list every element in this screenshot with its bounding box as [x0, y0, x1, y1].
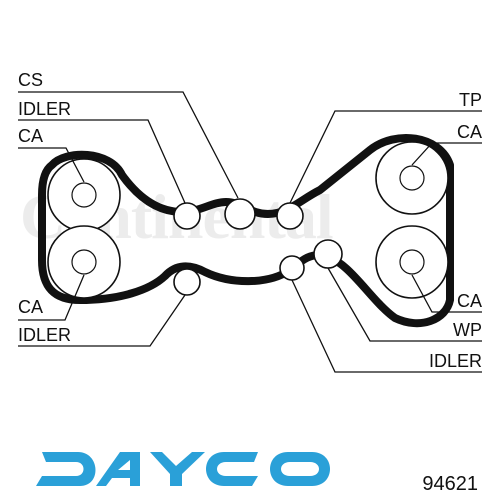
idler-pulley-bottom-left: [173, 268, 201, 296]
label-idler-bottom-left: IDLER: [18, 325, 71, 345]
leader-ca-top-right: [411, 142, 482, 166]
leader-cs: [18, 91, 239, 199]
leader-idler-top-left: [18, 119, 186, 204]
idler-pulley-top-left: [173, 202, 201, 230]
leader-ca-top-left: [18, 147, 85, 183]
leader-ca-bottom-left: [18, 274, 85, 321]
cam-pulley-top-left: [47, 158, 121, 232]
cam-pulley-bottom-right: [375, 225, 449, 299]
label-ca-bottom-right: CA: [457, 291, 482, 311]
leader-ca-bottom-right: [411, 274, 482, 313]
leader-idler-bottom-right: [291, 279, 482, 373]
cam-pulley-bottom-left: [47, 225, 121, 299]
leader-tp: [289, 110, 482, 204]
idler-pulley-bottom-right: [279, 255, 305, 281]
leader-idler-bottom-left: [18, 294, 186, 347]
label-tp: TP: [459, 90, 482, 110]
label-ca-bottom-left: CA: [18, 297, 43, 317]
label-ca-top-right: CA: [457, 122, 482, 142]
dayco-logo: [36, 452, 330, 486]
tensioner-pulley: [276, 202, 304, 230]
label-idler-top-left: IDLER: [18, 99, 71, 119]
part-number: 94621: [422, 473, 478, 495]
label-idler-bottom-right: IDLER: [429, 351, 482, 371]
leader-wp: [327, 267, 482, 342]
crankshaft-pulley: [224, 198, 256, 230]
water-pump-pulley: [313, 239, 343, 269]
label-ca-top-left: CA: [18, 126, 43, 146]
label-cs: CS: [18, 70, 43, 90]
label-wp: WP: [453, 320, 482, 340]
cam-pulley-top-right: [375, 141, 449, 215]
